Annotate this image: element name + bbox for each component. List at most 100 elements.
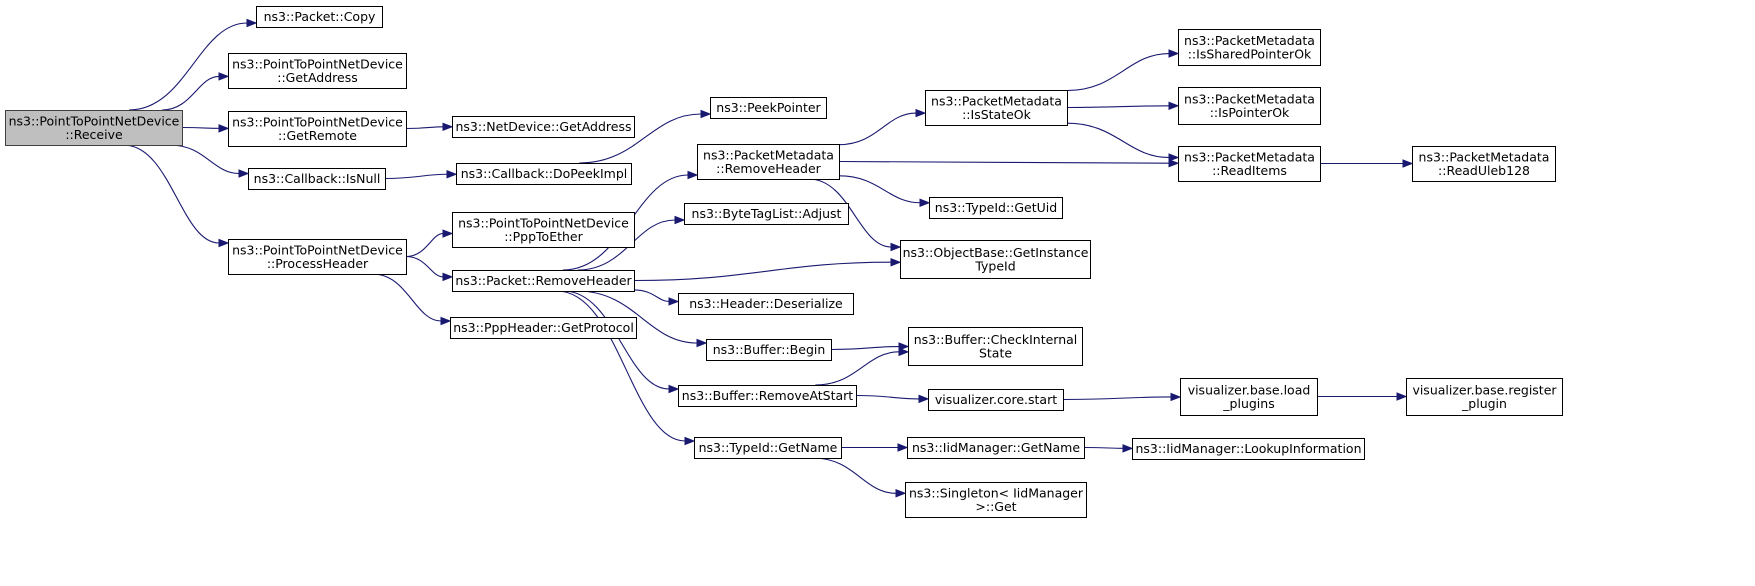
node-buffer-removeatstart[interactable]: ns3::Buffer::RemoveAtStart bbox=[678, 385, 857, 407]
node-pm-ispointerok[interactable]: ns3::PacketMetadata::IsPointerOk bbox=[1178, 87, 1321, 125]
node-label-line: ns3::PointToPointNetDevice bbox=[9, 113, 180, 128]
node-box bbox=[228, 53, 407, 89]
edge-line bbox=[372, 273, 442, 322]
node-p2p-processheader[interactable]: ns3::PointToPointNetDevice::ProcessHeade… bbox=[228, 239, 407, 275]
node-visualizer-register-plugin[interactable]: visualizer.base.register_plugin bbox=[1406, 378, 1563, 416]
node-pm-issharedpointerok[interactable]: ns3::PacketMetadata::IsSharedPointerOk bbox=[1178, 29, 1321, 66]
node-label-line: ns3::ByteTagList::Adjust bbox=[692, 206, 842, 221]
edge-pm-isstateok-to-pm-readitems bbox=[1066, 122, 1180, 162]
edge-arrowhead bbox=[684, 436, 696, 446]
node-pm-readitems[interactable]: ns3::PacketMetadata::ReadItems bbox=[1178, 146, 1321, 182]
edge-arrowhead bbox=[218, 124, 230, 133]
node-packet-copy[interactable]: ns3::Packet::Copy bbox=[256, 6, 383, 28]
node-visualizer-core-start[interactable]: visualizer.core.start bbox=[928, 389, 1064, 411]
node-box bbox=[694, 437, 842, 459]
edge-arrowhead bbox=[442, 272, 454, 282]
node-label-line: ::IsSharedPointerOk bbox=[1188, 46, 1312, 61]
node-label-line: ns3::PacketMetadata bbox=[1184, 33, 1315, 48]
node-label-line: ::PppToEther bbox=[504, 229, 583, 244]
node-box bbox=[5, 110, 183, 146]
node-label-line: State bbox=[979, 345, 1012, 360]
node-iidmanager-lookupinformation[interactable]: ns3::IidManager::LookupInformation bbox=[1132, 438, 1365, 460]
node-iidmanager-getname[interactable]: ns3::IidManager::GetName bbox=[907, 437, 1085, 459]
edge-arrowhead bbox=[696, 338, 708, 348]
edge-pm-removeheader-to-objectbase-getinstancetypeid bbox=[808, 178, 902, 252]
node-box bbox=[697, 144, 840, 180]
node-label-line: ns3::PeekPointer bbox=[716, 100, 821, 115]
node-box bbox=[684, 203, 849, 225]
node-label-line: ::ReadItems bbox=[1212, 163, 1287, 178]
node-pm-removeheader[interactable]: ns3::PacketMetadata::RemoveHeader bbox=[697, 144, 840, 180]
node-box bbox=[900, 240, 1091, 279]
edge-arrowhead bbox=[890, 257, 902, 267]
node-netdevice-getaddress[interactable]: ns3::NetDevice::GetAddress bbox=[452, 116, 635, 138]
edge-line bbox=[830, 345, 900, 351]
node-callback-isnull[interactable]: ns3::Callback::IsNull bbox=[248, 168, 386, 190]
edge-line bbox=[1062, 396, 1172, 401]
node-p2p-getaddress[interactable]: ns3::PointToPointNetDevice::GetAddress bbox=[228, 53, 407, 89]
node-box bbox=[1412, 146, 1556, 182]
edge-line bbox=[405, 126, 444, 130]
node-label-line: ns3::PacketMetadata bbox=[1184, 149, 1315, 164]
edge-arrowhead bbox=[915, 108, 927, 118]
node-bytetaglist-adjust[interactable]: ns3::ByteTagList::Adjust bbox=[684, 203, 849, 225]
node-callback-dopeekimpl[interactable]: ns3::Callback::DoPeekImpl bbox=[456, 163, 632, 185]
node-label-line: ns3::PacketMetadata bbox=[931, 93, 1062, 108]
node-buffer-begin[interactable]: ns3::Buffer::Begin bbox=[706, 339, 832, 361]
node-label-line: _plugins bbox=[1222, 396, 1274, 411]
edge-line bbox=[577, 290, 698, 344]
node-receive[interactable]: ns3::PointToPointNetDevice::Receive bbox=[5, 110, 183, 146]
edge-packet-removeheader-to-header-deserialize bbox=[633, 289, 680, 306]
edge-callback-isnull-to-callback-dopeekimpl bbox=[384, 170, 458, 180]
edge-pm-isstateok-to-pm-ispointerok bbox=[1066, 101, 1180, 111]
edge-packet-removeheader-to-buffer-begin bbox=[577, 290, 708, 348]
edge-arrowhead bbox=[446, 170, 458, 179]
edge-arrowhead bbox=[218, 72, 230, 81]
node-typeid-getuid[interactable]: ns3::TypeId::GetUid bbox=[929, 197, 1063, 219]
edge-line bbox=[808, 178, 892, 248]
node-label-line: ns3::IidManager::GetName bbox=[912, 440, 1080, 455]
edge-arrowhead bbox=[246, 18, 258, 28]
edge-packet-removeheader-to-typeid-getname bbox=[557, 290, 696, 446]
node-box bbox=[228, 111, 407, 147]
edge-arrowhead bbox=[1168, 101, 1180, 111]
node-label-line: ns3::Packet::RemoveHeader bbox=[455, 273, 632, 288]
node-typeid-getname[interactable]: ns3::TypeId::GetName bbox=[694, 437, 842, 459]
edge-line bbox=[855, 394, 920, 400]
edge-arrowhead bbox=[1168, 158, 1180, 168]
node-label-line: ns3::TypeId::GetName bbox=[699, 440, 838, 455]
node-label-line: ns3::TypeId::GetUid bbox=[935, 200, 1057, 215]
node-pm-isstateok[interactable]: ns3::PacketMetadata::IsStateOk bbox=[925, 90, 1068, 126]
node-box bbox=[228, 239, 407, 275]
node-p2p-ppptoether[interactable]: ns3::PointToPointNetDevice::PppToEther bbox=[452, 212, 635, 248]
node-label-line: visualizer.base.load bbox=[1188, 382, 1311, 397]
node-pppheader-getprotocol[interactable]: ns3::PppHeader::GetProtocol bbox=[450, 317, 637, 339]
node-peekpointer[interactable]: ns3::PeekPointer bbox=[710, 97, 827, 119]
edge-pm-removeheader-to-pm-readitems bbox=[838, 158, 1180, 168]
node-label-line: ns3::PointToPointNetDevice bbox=[232, 242, 403, 257]
edge-receive-to-p2p-processheader bbox=[123, 144, 230, 248]
node-pm-readuleb128[interactable]: ns3::PacketMetadata::ReadUleb128 bbox=[1412, 146, 1556, 182]
node-label-line: ns3::PacketMetadata bbox=[1419, 149, 1550, 164]
node-visualizer-load-plugins[interactable]: visualizer.base.load_plugins bbox=[1180, 378, 1318, 416]
edge-arrowhead bbox=[668, 297, 680, 306]
node-label-line: ns3::Callback::IsNull bbox=[254, 171, 381, 186]
edge-arrowhead bbox=[890, 242, 902, 252]
edge-line bbox=[1066, 122, 1170, 159]
node-singleton-get[interactable]: ns3::Singleton< IidManager>::Get bbox=[905, 482, 1087, 518]
node-packet-removeheader[interactable]: ns3::Packet::RemoveHeader bbox=[452, 270, 635, 292]
node-p2p-getremote[interactable]: ns3::PointToPointNetDevice::GetRemote bbox=[228, 111, 407, 147]
edge-line bbox=[838, 175, 921, 204]
node-box bbox=[907, 437, 1085, 459]
node-header-deserialize[interactable]: ns3::Header::Deserialize bbox=[678, 293, 854, 315]
edge-arrowhead bbox=[442, 122, 454, 132]
edge-line bbox=[633, 261, 892, 282]
edge-arrowhead bbox=[700, 109, 712, 119]
edge-buffer-removeatstart-to-visualizer-core-start bbox=[855, 394, 930, 404]
edge-typeid-getname-to-iidmanager-getname bbox=[841, 443, 909, 452]
node-box bbox=[452, 116, 635, 138]
edge-arrowhead bbox=[918, 394, 930, 404]
edge-receive-to-packet-copy bbox=[129, 18, 258, 111]
